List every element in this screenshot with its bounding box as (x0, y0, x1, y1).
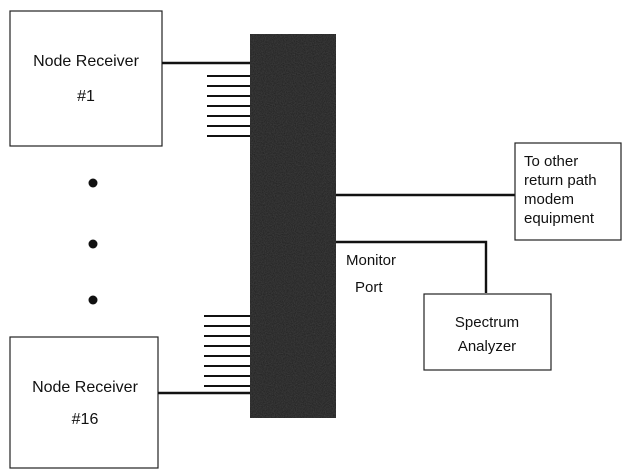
node-receiver-1-label: Node Receiver (33, 53, 140, 70)
spectrum-analyzer-label-2: Analyzer (458, 338, 516, 355)
node-receiver-1-number: #1 (77, 88, 95, 105)
node-receiver-16: Node Receiver #16 (9, 336, 159, 469)
node-receiver-16-number: #16 (72, 411, 99, 428)
other-equipment-line-3: modem (524, 191, 574, 208)
upper-input-ports (207, 75, 252, 137)
other-equipment-line-2: return path (524, 172, 597, 189)
ellipsis-dot (88, 239, 98, 249)
node-receiver-1: Node Receiver #1 (9, 10, 163, 147)
other-equipment-line-4: equipment (524, 210, 595, 227)
monitor-port-label-2: Port (355, 279, 383, 296)
monitor-port-label: Monitor (346, 252, 396, 269)
other-equipment-box: To other return path modem equipment (514, 142, 622, 241)
lower-input-ports (204, 315, 252, 387)
ellipsis-dot (88, 178, 98, 188)
spectrum-analyzer-label-1: Spectrum (455, 314, 519, 331)
other-equipment-line-1: To other (524, 153, 578, 170)
monitor-port-line (336, 240, 488, 293)
spectrum-analyzer-box: Spectrum Analyzer (423, 293, 552, 371)
ellipsis-dot (88, 295, 98, 305)
node-receiver-16-label: Node Receiver (32, 379, 139, 396)
combiner-block (250, 34, 336, 418)
